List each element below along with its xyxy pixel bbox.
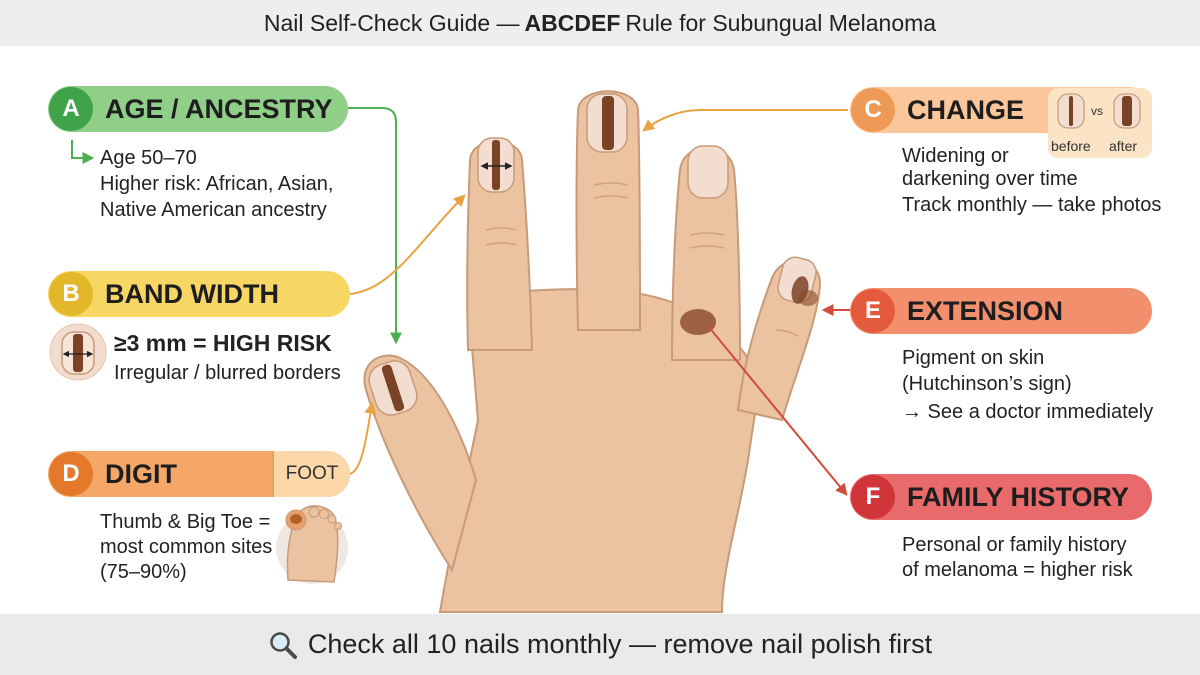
finger-middle	[575, 90, 642, 331]
criterion-b-label: BAND WIDTH	[105, 278, 279, 309]
criterion-d-line-3: (75–90%)	[100, 561, 187, 583]
criterion-d-label: DIGIT	[105, 458, 177, 489]
criterion-b-highlight: ≥3 mm = HIGH RISK	[114, 330, 332, 356]
compare-before: before	[1051, 138, 1091, 154]
criterion-b-line: Irregular / blurred borders	[114, 362, 341, 384]
badge-d: D	[49, 452, 93, 496]
criterion-e-label: EXTENSION	[907, 295, 1064, 326]
connector-a-sub	[71, 140, 95, 164]
title-bold: ABCDEF	[524, 9, 621, 36]
band-thumb	[381, 364, 405, 412]
criterion-d-line-1: Thumb & Big Toe =	[100, 511, 271, 533]
criterion-f-line-2: of melanoma = higher risk	[902, 559, 1133, 581]
footer-text: Check all 10 nails monthly — remove nail…	[307, 629, 933, 659]
criterion-a-pill: A AGE / ANCESTRY	[48, 86, 348, 132]
connector-a	[348, 107, 402, 345]
badge-c: C	[851, 88, 895, 132]
compare-vs: vs	[1091, 104, 1103, 118]
badge-e: E	[851, 289, 895, 333]
criterion-a-line-2: Higher risk: African, Asian,	[100, 173, 334, 195]
criterion-e-line-2: (Hutchinson’s sign)	[902, 373, 1072, 395]
band-index	[492, 140, 500, 190]
criterion-c-line-3: Track monthly — take photos	[902, 194, 1162, 216]
foot-tag: FOOT	[272, 451, 350, 497]
criterion-d-line-2: most common sites	[100, 536, 273, 558]
criterion-c-line-1: Widening or	[902, 145, 1009, 167]
criterion-c-label: CHANGE	[907, 94, 1025, 125]
criterion-f-label: FAMILY HISTORY	[907, 481, 1130, 512]
magnifier-icon	[270, 631, 297, 659]
connector-b	[349, 194, 466, 295]
criterion-f-line-1: Personal or family history	[902, 534, 1127, 556]
nail-ring	[687, 145, 729, 199]
criterion-f-pill: F FAMILY HISTORY	[850, 474, 1152, 520]
title-pre: Nail Self-Check Guide —	[263, 9, 520, 36]
title-bar: Nail Self-Check Guide — ABCDEF Rule for …	[0, 0, 1200, 46]
band-middle	[602, 96, 614, 150]
skin-pigment-ring	[680, 309, 716, 335]
badge-a: A	[49, 87, 93, 131]
before-after-compare: vs before after	[1048, 88, 1152, 158]
foot-thumbnail	[276, 505, 348, 584]
compare-after: after	[1109, 138, 1138, 154]
criterion-a-line-3: Native American ancestry	[100, 199, 327, 221]
connector-f	[707, 325, 848, 496]
criterion-a-label: AGE / ANCESTRY	[105, 93, 333, 124]
connector-d	[349, 401, 377, 475]
badge-b: B	[49, 272, 93, 316]
criterion-e-line-3: → See a doctor immediately	[902, 401, 1154, 423]
criterion-e-pill: E EXTENSION	[850, 288, 1152, 334]
knuckle-lines	[485, 182, 799, 337]
before-after-nails-icon	[1057, 93, 1141, 129]
criterion-e-line-1: Pigment on skin	[902, 347, 1045, 369]
band-width-thumbnail	[49, 323, 107, 381]
badge-f: F	[851, 475, 895, 519]
title-post: Rule for Subungual Melanoma	[625, 9, 937, 36]
connector-c	[642, 109, 848, 132]
pigment-bands	[381, 96, 818, 412]
hand	[363, 90, 822, 613]
skin-pigment-pinky	[798, 290, 818, 306]
footer-bar: Check all 10 nails monthly — remove nail…	[0, 614, 1200, 675]
criterion-b-pill: B BAND WIDTH	[48, 271, 350, 317]
criterion-a-line-1: Age 50–70	[100, 147, 197, 169]
criterion-c-line-2: darkening over time	[902, 168, 1078, 190]
